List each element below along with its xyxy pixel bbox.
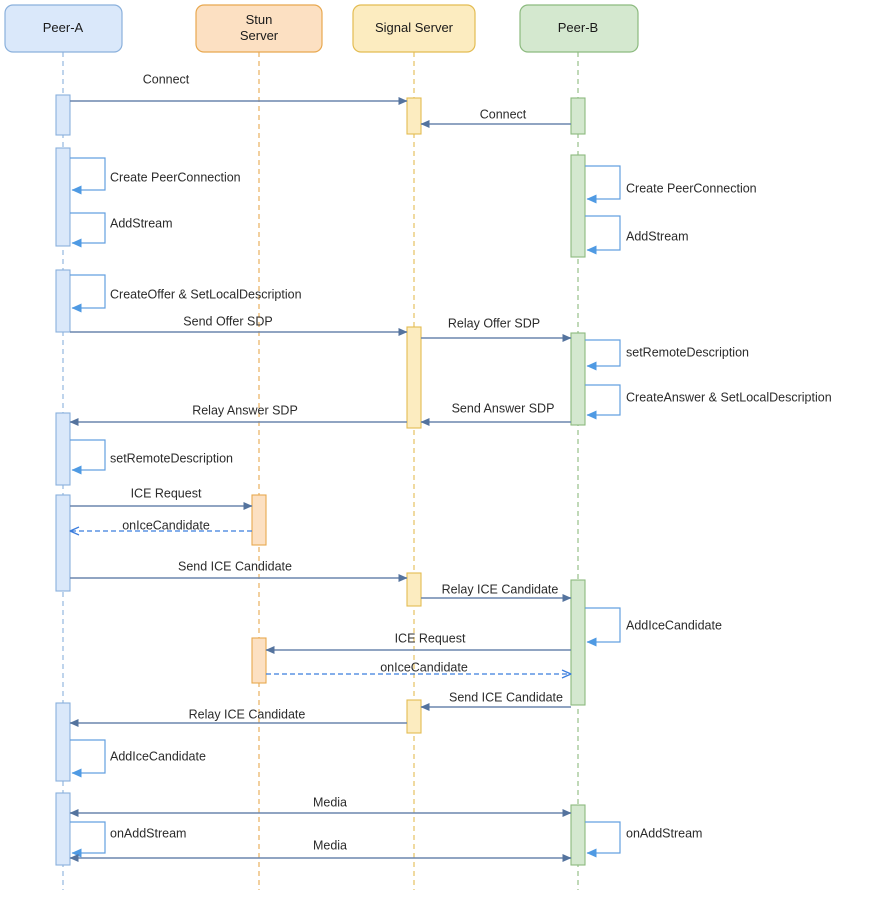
message-label-m26: onAddStream [110, 826, 186, 840]
message-label-m21: onIceCandidate [380, 660, 468, 674]
activation-bar-peer-a [55, 269, 71, 333]
activation-bar-signal-server [406, 699, 422, 734]
activation-bar-peer-b [570, 97, 586, 135]
self-message-m05 [585, 165, 621, 204]
message-label-m24: AddIceCandidate [110, 749, 206, 763]
message-label-m03: Create PeerConnection [110, 170, 241, 184]
activation-bar-peer-a [55, 94, 71, 136]
message-label-m16: onIceCandidate [122, 518, 210, 532]
message-label-m23: Relay ICE Candidate [189, 707, 306, 721]
activation-bar-peer-b [570, 332, 586, 426]
self-message-m07 [70, 274, 106, 313]
actor-label-stun-server: Server [240, 28, 279, 43]
message-label-m06: AddStream [626, 229, 689, 243]
self-message-m10 [585, 339, 621, 371]
message-label-m17: Send ICE Candidate [178, 559, 292, 573]
activation-bar-peer-a [55, 792, 71, 866]
actor-peer-a[interactable]: Peer-A [4, 4, 123, 53]
self-message-m11 [585, 384, 621, 420]
message-label-m02: Connect [480, 107, 527, 121]
message-label-m19: AddIceCandidate [626, 618, 722, 632]
activations-layer [55, 94, 586, 866]
message-label-m13: Relay Answer SDP [192, 403, 298, 417]
message-label-m27: onAddStream [626, 826, 702, 840]
message-label-m04: AddStream [110, 216, 173, 230]
actor-label-peer-b: Peer-B [558, 20, 598, 35]
message-label-m20: ICE Request [395, 631, 466, 645]
message-label-m11: CreateAnswer & SetLocalDescription [626, 390, 832, 404]
activation-bar-signal-server [406, 97, 422, 135]
message-label-m08: Send Offer SDP [183, 314, 272, 328]
activation-bar-peer-b [570, 154, 586, 258]
self-message-m06 [585, 215, 621, 255]
activation-bar-peer-b [570, 579, 586, 706]
self-message-m27 [585, 821, 621, 858]
activation-bar-peer-b [570, 804, 586, 866]
actor-label-signal-server: Signal Server [375, 20, 454, 35]
messages-layer [69, 97, 621, 862]
self-message-m03 [70, 157, 106, 195]
self-message-m24 [70, 739, 106, 778]
self-message-m19 [585, 607, 621, 647]
actor-peer-b[interactable]: Peer-B [519, 4, 639, 53]
activation-bar-signal-server [406, 326, 422, 429]
message-label-m12: Send Answer SDP [452, 401, 555, 415]
actor-label-stun-server: Stun [246, 12, 273, 27]
activation-bar-peer-a [55, 494, 71, 592]
message-label-m15: ICE Request [131, 486, 202, 500]
activation-bar-stun-server [251, 637, 267, 684]
activation-bar-peer-a [55, 412, 71, 486]
message-label-m22: Send ICE Candidate [449, 690, 563, 704]
message-label-m10: setRemoteDescription [626, 345, 749, 359]
message-label-m28: Media [313, 838, 347, 852]
message-label-m01: Connect [143, 72, 190, 86]
self-message-m26 [70, 821, 106, 858]
message-label-m18: Relay ICE Candidate [442, 582, 559, 596]
activation-bar-peer-a [55, 147, 71, 247]
activation-bar-signal-server [406, 572, 422, 607]
message-label-m09: Relay Offer SDP [448, 316, 540, 330]
self-message-m14 [70, 439, 106, 475]
activation-bar-stun-server [251, 494, 267, 546]
message-label-m05: Create PeerConnection [626, 181, 757, 195]
message-label-m25: Media [313, 795, 347, 809]
actor-signal-server[interactable]: Signal Server [352, 4, 476, 53]
self-message-m04 [70, 212, 106, 248]
message-label-m07: CreateOffer & SetLocalDescription [110, 287, 302, 301]
activation-bar-peer-a [55, 702, 71, 782]
message-label-m14: setRemoteDescription [110, 451, 233, 465]
actor-label-peer-a: Peer-A [43, 20, 84, 35]
